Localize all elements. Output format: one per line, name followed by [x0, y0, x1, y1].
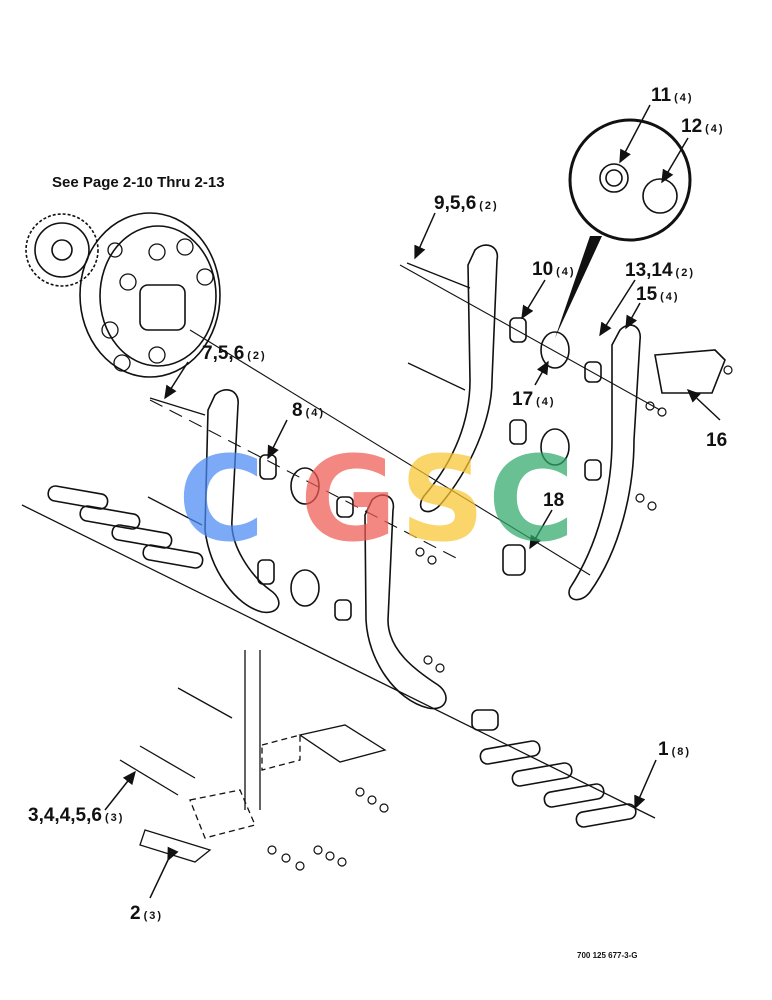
tabs-top [47, 485, 204, 569]
center-arm [364, 494, 447, 710]
callout-17: 17(4) [512, 389, 556, 410]
watermark-letter-2: G [300, 430, 397, 568]
callout-13: 13,14(2) [625, 260, 695, 281]
left-arm [204, 389, 280, 614]
callout-2: 2(3) [130, 903, 164, 924]
detail-circle [555, 118, 692, 338]
callout-1: 1(8) [658, 739, 692, 760]
callout-3: 3,4,4,5,6(3) [28, 805, 125, 826]
axle-centerlines [149, 264, 661, 576]
drawing-code: 700 125 677-3-G [577, 951, 638, 960]
sprocket-hub-assembly [25, 212, 221, 378]
leader-arrows [104, 104, 721, 899]
callout-7: 7,5,6(2) [202, 343, 267, 364]
tabs-bottom [479, 740, 637, 828]
bolts [119, 262, 471, 796]
callout-11: 11(4) [651, 85, 694, 106]
callout-9: 9,5,6(2) [434, 193, 499, 214]
upper-arm [419, 244, 499, 513]
callout-16: 16 [706, 430, 728, 451]
callout-15: 15(4) [636, 284, 680, 305]
reference-note: See Page 2-10 Thru 2-13 [52, 174, 225, 191]
watermark-letter-3: S [400, 430, 485, 568]
callout-12: 12(4) [681, 116, 725, 137]
watermark-letter-1: C [178, 430, 265, 568]
callout-10: 10(4) [532, 259, 576, 280]
watermark-letter-4: C [488, 430, 575, 568]
hardware-nuts-washers [267, 365, 733, 871]
callout-18: 18 [543, 490, 565, 511]
callout-8: 8(4) [292, 400, 326, 421]
bracket-16 [654, 349, 726, 394]
right-arm [568, 324, 641, 601]
